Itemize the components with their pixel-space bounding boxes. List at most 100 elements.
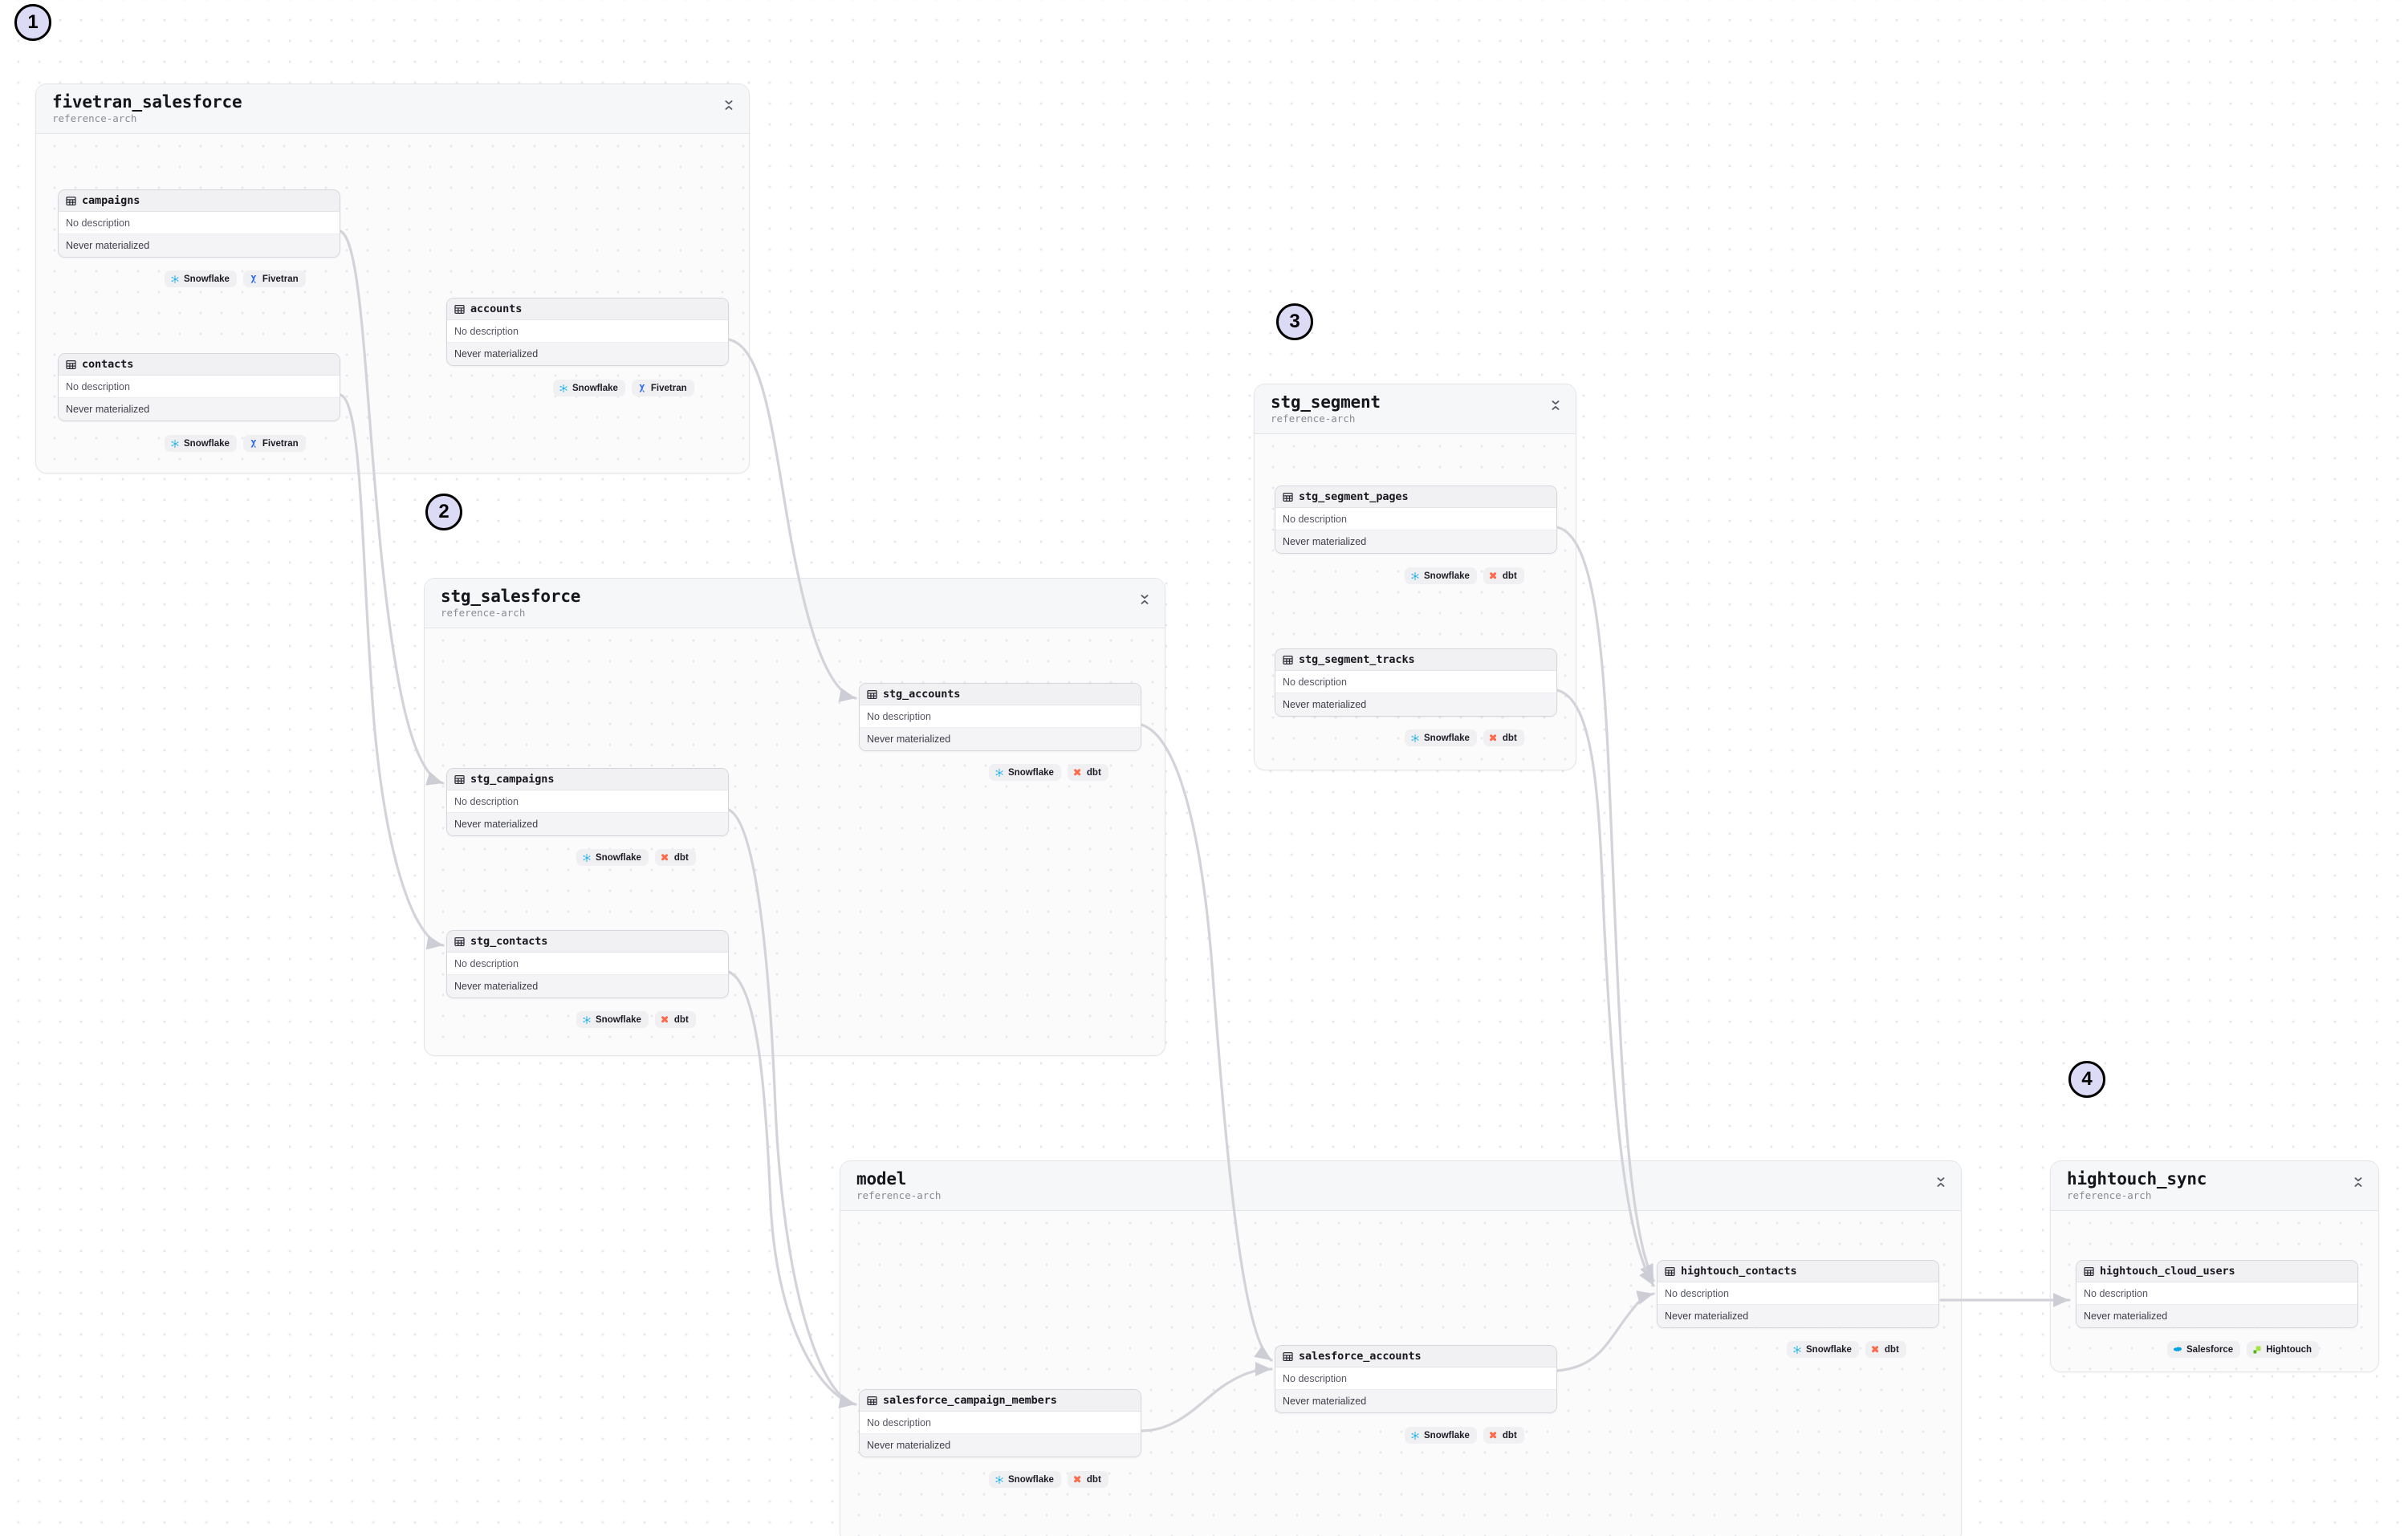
node-materialization: Never materialized bbox=[1275, 693, 1556, 716]
badge-snowflake[interactable]: Snowflake bbox=[989, 764, 1061, 781]
badge-label: Snowflake bbox=[572, 383, 618, 393]
node-materialization: Never materialized bbox=[860, 728, 1141, 750]
badge-dbt[interactable]: dbt bbox=[1483, 1427, 1524, 1444]
badge-snowflake[interactable]: Snowflake bbox=[1405, 567, 1477, 584]
badges-row-contacts: Snowflake Fivetran bbox=[165, 435, 306, 452]
badge-dbt[interactable]: dbt bbox=[654, 849, 696, 866]
node-title-row: stg_contacts bbox=[447, 931, 728, 953]
badge-snowflake[interactable]: Snowflake bbox=[576, 849, 649, 866]
badge-snowflake[interactable]: Snowflake bbox=[989, 1471, 1061, 1488]
node-description: No description bbox=[447, 790, 728, 813]
snowflake-icon bbox=[582, 853, 592, 863]
badge-snowflake[interactable]: Snowflake bbox=[1787, 1341, 1859, 1358]
fivetran-icon bbox=[637, 384, 647, 393]
group-subtitle: reference-arch bbox=[52, 112, 137, 124]
badge-label: Snowflake bbox=[1806, 1344, 1852, 1355]
collapse-icon[interactable] bbox=[2351, 1175, 2365, 1189]
group-subtitle: reference-arch bbox=[441, 607, 526, 619]
node-name: salesforce_accounts bbox=[1299, 1350, 1422, 1363]
badge-label: dbt bbox=[1086, 767, 1101, 778]
node-description: No description bbox=[1275, 1367, 1556, 1390]
collapse-icon[interactable] bbox=[1548, 398, 1563, 412]
node-description: No description bbox=[59, 376, 340, 398]
table-icon bbox=[1665, 1266, 1675, 1277]
badge-snowflake[interactable]: Snowflake bbox=[553, 380, 625, 396]
node-title-row: hightouch_cloud_users bbox=[2076, 1261, 2357, 1282]
node-description: No description bbox=[2076, 1282, 2357, 1305]
badge-dbt[interactable]: dbt bbox=[1067, 1471, 1108, 1488]
badge-label: dbt bbox=[673, 1014, 689, 1025]
node-materialization: Never materialized bbox=[59, 398, 340, 421]
dbt-icon bbox=[1073, 768, 1083, 778]
badge-fivetran[interactable]: Fivetran bbox=[242, 435, 306, 452]
badge-salesforce[interactable]: Salesforce bbox=[2167, 1341, 2241, 1358]
group-title: stg_segment bbox=[1271, 392, 1381, 412]
badge-label: Hightouch bbox=[2266, 1344, 2312, 1355]
snowflake-icon bbox=[1410, 571, 1420, 581]
badge-label: dbt bbox=[1502, 1430, 1517, 1441]
badge-dbt[interactable]: dbt bbox=[1483, 729, 1524, 746]
badge-dbt[interactable]: dbt bbox=[1865, 1341, 1906, 1358]
badge-snowflake[interactable]: Snowflake bbox=[1405, 1427, 1477, 1444]
badge-fivetran[interactable]: Fivetran bbox=[631, 380, 694, 396]
badge-label: Snowflake bbox=[1424, 571, 1470, 581]
badges-row-hightouch_cloud_users: Salesforce Hightouch bbox=[2167, 1341, 2320, 1358]
badge-snowflake[interactable]: Snowflake bbox=[165, 270, 237, 287]
table-icon bbox=[66, 196, 76, 206]
badge-label: Snowflake bbox=[1008, 1474, 1054, 1485]
node-materialization: Never materialized bbox=[1658, 1305, 1938, 1327]
badge-dbt[interactable]: dbt bbox=[654, 1011, 696, 1028]
node-name: stg_segment_pages bbox=[1299, 490, 1409, 503]
node-materialization: Never materialized bbox=[860, 1434, 1141, 1457]
table-icon bbox=[1283, 492, 1293, 502]
table-icon bbox=[454, 304, 465, 315]
badge-label: Salesforce bbox=[2186, 1344, 2234, 1355]
group-subtitle: reference-arch bbox=[2067, 1189, 2152, 1201]
collapse-icon[interactable] bbox=[1934, 1175, 1948, 1189]
badge-label: Fivetran bbox=[262, 274, 299, 284]
table-icon bbox=[454, 774, 465, 785]
dbt-icon bbox=[661, 853, 670, 863]
snowflake-icon bbox=[1410, 1431, 1420, 1441]
node-materialization: Never materialized bbox=[59, 234, 340, 257]
badge-fivetran[interactable]: Fivetran bbox=[242, 270, 306, 287]
badge-dbt[interactable]: dbt bbox=[1483, 567, 1524, 584]
badges-row-stg_accounts: Snowflake dbt bbox=[989, 764, 1108, 781]
badge-snowflake[interactable]: Snowflake bbox=[1405, 729, 1477, 746]
badges-row-accounts: Snowflake Fivetran bbox=[553, 380, 694, 396]
badge-label: dbt bbox=[1884, 1344, 1899, 1355]
badge-label: Snowflake bbox=[184, 438, 230, 449]
badge-snowflake[interactable]: Snowflake bbox=[576, 1011, 649, 1028]
collapse-icon[interactable] bbox=[722, 98, 736, 112]
badge-snowflake[interactable]: Snowflake bbox=[165, 435, 237, 452]
fivetran-icon bbox=[249, 274, 258, 284]
node-description: No description bbox=[1275, 508, 1556, 530]
badge-label: Fivetran bbox=[262, 438, 299, 449]
badge-label: Snowflake bbox=[596, 852, 641, 863]
node-description: No description bbox=[860, 705, 1141, 728]
node-description: No description bbox=[447, 320, 728, 343]
badge-hightouch[interactable]: Hightouch bbox=[2247, 1341, 2320, 1358]
badge-dbt[interactable]: dbt bbox=[1067, 764, 1108, 781]
dbt-icon bbox=[1073, 1475, 1083, 1485]
collapse-icon[interactable] bbox=[1137, 592, 1152, 607]
node-description: No description bbox=[59, 212, 340, 234]
badge-label: dbt bbox=[673, 852, 689, 863]
